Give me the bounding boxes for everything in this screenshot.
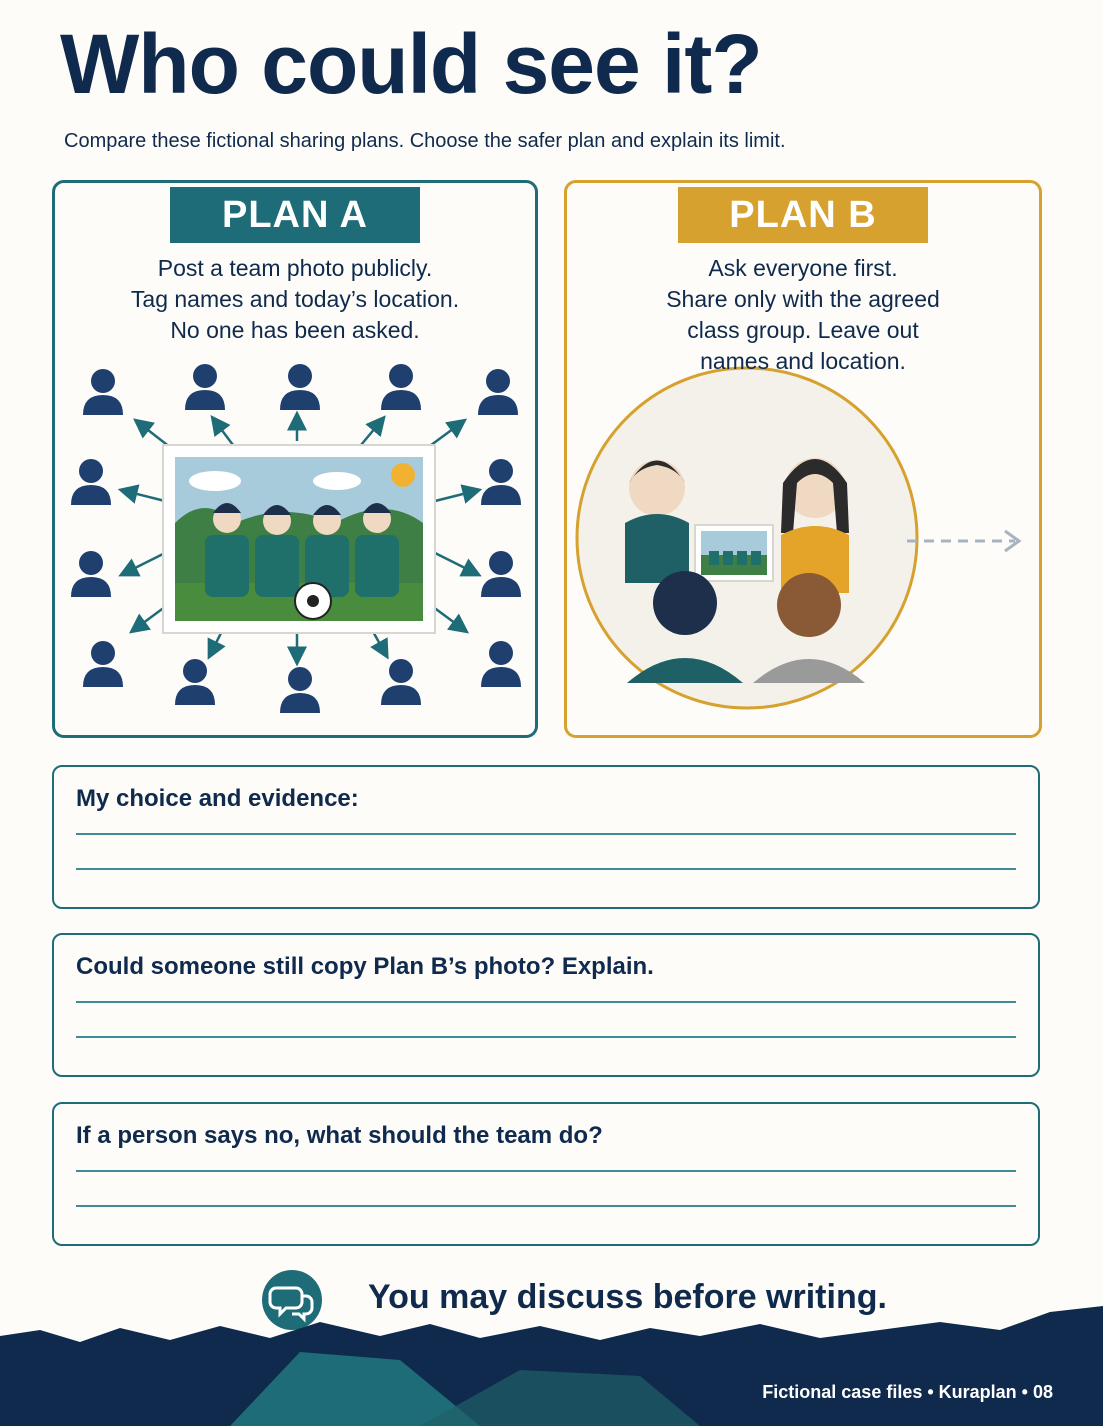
plan-b-banner: PLAN B — [678, 187, 928, 243]
answer-line[interactable] — [76, 1170, 1016, 1172]
discuss-text: You may discuss before writing. — [368, 1278, 887, 1316]
answer-line[interactable] — [76, 868, 1016, 870]
plan-a-line: Post a team photo publicly. — [157, 255, 433, 281]
answer-line[interactable] — [76, 1001, 1016, 1003]
answer-line[interactable] — [76, 1036, 1016, 1038]
plan-b-line: Ask everyone first. — [708, 255, 898, 281]
page-subtitle: Compare these fictional sharing plans. C… — [64, 130, 786, 152]
torn-paper-footer — [0, 1306, 1103, 1426]
plan-b-line: Share only with the agreed — [666, 286, 940, 312]
question-box-says-no: If a person says no, what should the tea… — [52, 1102, 1040, 1246]
footer-text: Fictional case files • Kuraplan • 08 — [762, 1382, 1053, 1402]
plan-a-banner: PLAN A — [170, 187, 420, 243]
discuss-note: You may discuss before writing. — [262, 1270, 887, 1330]
plan-b-description: Ask everyone first. Share only with the … — [567, 253, 1039, 377]
plan-a-description: Post a team photo publicly. Tag names an… — [55, 253, 535, 346]
question-box-copy: Could someone still copy Plan B’s photo?… — [52, 933, 1040, 1077]
plan-b-card: PLAN B Ask everyone first. Share only wi… — [564, 180, 1042, 738]
plan-a-card: PLAN A Post a team photo publicly. Tag n… — [52, 180, 538, 738]
page-title: Who could see it? — [60, 17, 763, 111]
answer-line[interactable] — [76, 1205, 1016, 1207]
team-photo-icon — [162, 444, 436, 634]
plan-a-line: Tag names and today’s location. — [130, 286, 460, 312]
public-sharing-illustration — [71, 364, 521, 713]
answer-line[interactable] — [76, 833, 1016, 835]
question-label: Could someone still copy Plan B’s photo?… — [76, 953, 654, 980]
plan-a-line: No one has been asked. — [170, 317, 420, 343]
question-label: If a person says no, what should the tea… — [76, 1122, 603, 1149]
question-box-choice: My choice and evidence: — [52, 765, 1040, 909]
private-sharing-illustration — [575, 366, 1022, 710]
question-label: My choice and evidence: — [76, 785, 359, 812]
plan-b-line: class group. Leave out — [687, 317, 919, 343]
speech-bubbles-icon — [262, 1270, 322, 1330]
plan-b-line: names and location. — [700, 348, 906, 374]
